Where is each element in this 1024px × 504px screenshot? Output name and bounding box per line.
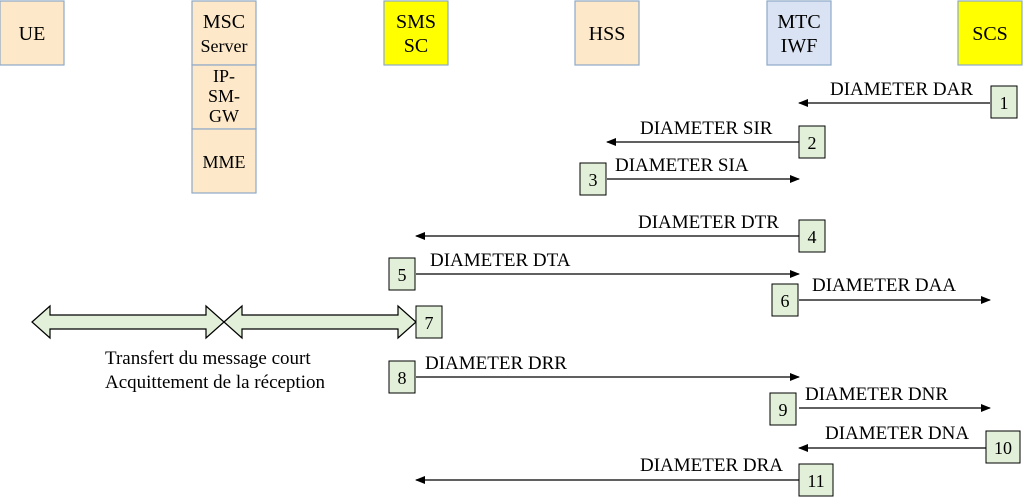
step-11-number: 11 [807, 471, 824, 491]
message-3-label: DIAMETER SIA [615, 155, 749, 176]
message-4: DIAMETER DTR 4 [415, 212, 826, 253]
transfer-caption-line2: Acquittement de la réception [105, 372, 325, 393]
message-1: DIAMETER DAR 1 [798, 79, 1018, 119]
message-8: DIAMETER DRR 8 [388, 353, 800, 394]
entity-mme: MME [191, 128, 257, 194]
transfer-caption-line1: Transfert du message court [105, 348, 311, 369]
step-5-number: 5 [398, 265, 407, 285]
entity-mtc-iwf: MTC IWF [766, 0, 832, 66]
entity-mme-label: MME [202, 152, 245, 172]
message-10: DIAMETER DNA 10 [798, 423, 1021, 464]
step-10-number: 10 [994, 438, 1012, 458]
double-arrow-ue-msc [31, 304, 225, 340]
entity-ue-label: UE [19, 23, 46, 45]
entity-ipsmgw-label-line1: IP- [213, 66, 235, 86]
entity-mtciwf-label-line1: MTC [777, 11, 820, 33]
entity-ipsmgw-label-line2: SM- [208, 86, 240, 106]
message-10-label: DIAMETER DNA [825, 423, 969, 444]
step-8-number: 8 [398, 368, 407, 388]
step-1-number: 1 [1000, 93, 1009, 113]
step-4-number: 4 [808, 227, 817, 247]
step-7-number: 7 [425, 313, 434, 333]
entity-scs-label: SCS [972, 23, 1008, 45]
message-11: DIAMETER DRA 11 [415, 455, 834, 497]
entity-mtciwf-label-line2: IWF [781, 35, 818, 57]
entity-sms-sc: SMS SC [383, 0, 449, 66]
step-2-number: 2 [808, 133, 817, 153]
message-11-label: DIAMETER DRA [640, 455, 783, 476]
entity-ipsmgw-label-line3: GW [209, 106, 239, 126]
message-7-transfer: 7 Transfert du message court Acquittemen… [31, 304, 443, 393]
entity-ue: UE [0, 0, 65, 66]
entity-smssc-label-line2: SC [404, 35, 428, 57]
entity-msc-label-line1: MSC [203, 11, 245, 33]
step-9-number: 9 [779, 400, 788, 420]
message-8-label: DIAMETER DRR [425, 353, 567, 374]
entity-msc-server: MSC Server [191, 0, 257, 66]
message-5: DIAMETER DTA 5 [388, 250, 800, 291]
entity-smssc-label-line1: SMS [396, 11, 436, 33]
message-2-label: DIAMETER SIR [640, 118, 773, 139]
message-6: DIAMETER DAA 6 [771, 275, 991, 317]
message-1-label: DIAMETER DAR [830, 79, 973, 100]
message-2: DIAMETER SIR 2 [606, 118, 826, 159]
entity-ip-sm-gw: IP- SM- GW [191, 64, 257, 130]
message-6-label: DIAMETER DAA [812, 275, 956, 296]
entity-msc-label-line2: Server [201, 36, 248, 56]
message-5-label: DIAMETER DTA [430, 250, 571, 271]
message-4-label: DIAMETER DTR [638, 212, 779, 233]
message-9-label: DIAMETER DNR [805, 384, 948, 405]
entity-scs: SCS [957, 0, 1023, 66]
step-3-number: 3 [589, 170, 598, 190]
message-3: DIAMETER SIA 3 [579, 155, 800, 196]
entity-hss-label: HSS [589, 23, 626, 45]
double-arrow-msc-smssc [223, 304, 417, 340]
message-9: DIAMETER DNR 9 [769, 384, 991, 426]
entity-hss: HSS [574, 0, 640, 66]
step-6-number: 6 [781, 291, 790, 311]
